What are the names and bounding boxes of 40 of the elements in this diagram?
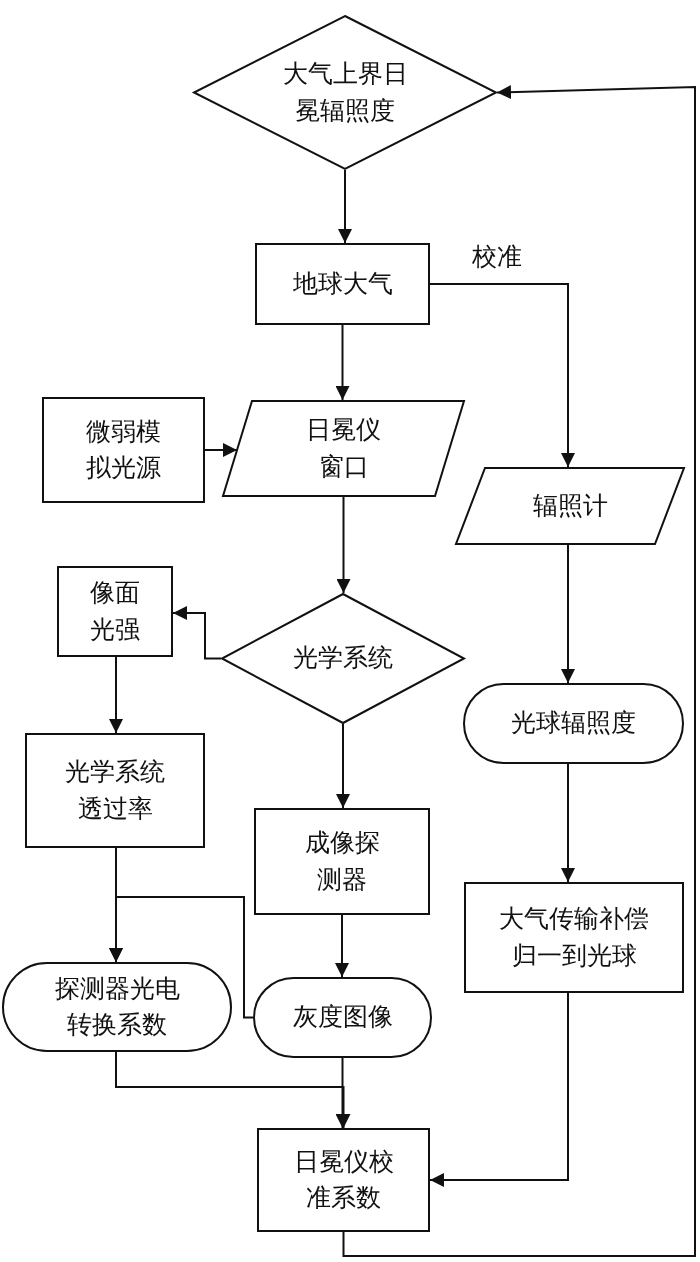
arrow [204, 443, 238, 457]
node-label: 大气传输补偿归一到光球 [499, 903, 649, 972]
arrow [336, 496, 351, 594]
node-label: 像面光强 [90, 577, 140, 646]
process-box [255, 243, 430, 325]
node-label: 灰度图像 [292, 1001, 393, 1034]
data-parallelogram [455, 467, 685, 545]
node-label: 地球大气 [292, 267, 393, 300]
process-box [42, 397, 205, 503]
arrow [342, 85, 696, 1257]
node-label: 大气上界日冕辐照度 [282, 58, 408, 127]
node-label: 光学系统透过率 [65, 756, 165, 825]
process-box [257, 1128, 430, 1232]
process-box [464, 882, 684, 993]
process-box [254, 808, 430, 915]
arrow [561, 544, 575, 684]
decision-diamond [221, 593, 465, 724]
data-parallelogram [222, 400, 465, 497]
node-label: 微弱模拟光源 [86, 415, 161, 484]
arrow [109, 896, 254, 1019]
decision-diamond [193, 15, 497, 170]
arrow [109, 656, 123, 734]
node-label: 光学系统 [293, 642, 393, 675]
arrow [429, 283, 575, 468]
arrow [115, 1051, 351, 1129]
process-box [57, 566, 173, 657]
node-label: 探测器光电转换系数 [54, 972, 180, 1041]
node-label: 成像探测器 [304, 827, 380, 896]
node-label: 辐照计 [532, 489, 608, 522]
arrow [336, 723, 350, 809]
arrow [561, 763, 575, 883]
process-box [25, 733, 205, 848]
node-label: 日冕仪校准系数 [293, 1145, 394, 1214]
arrow [335, 914, 349, 978]
node-label: 日冕仪窗口 [306, 414, 381, 483]
arrow [429, 992, 569, 1187]
arrow [338, 169, 352, 244]
arrow [335, 324, 350, 401]
node-label: 光球辐照度 [511, 707, 636, 740]
arrow [172, 606, 222, 660]
